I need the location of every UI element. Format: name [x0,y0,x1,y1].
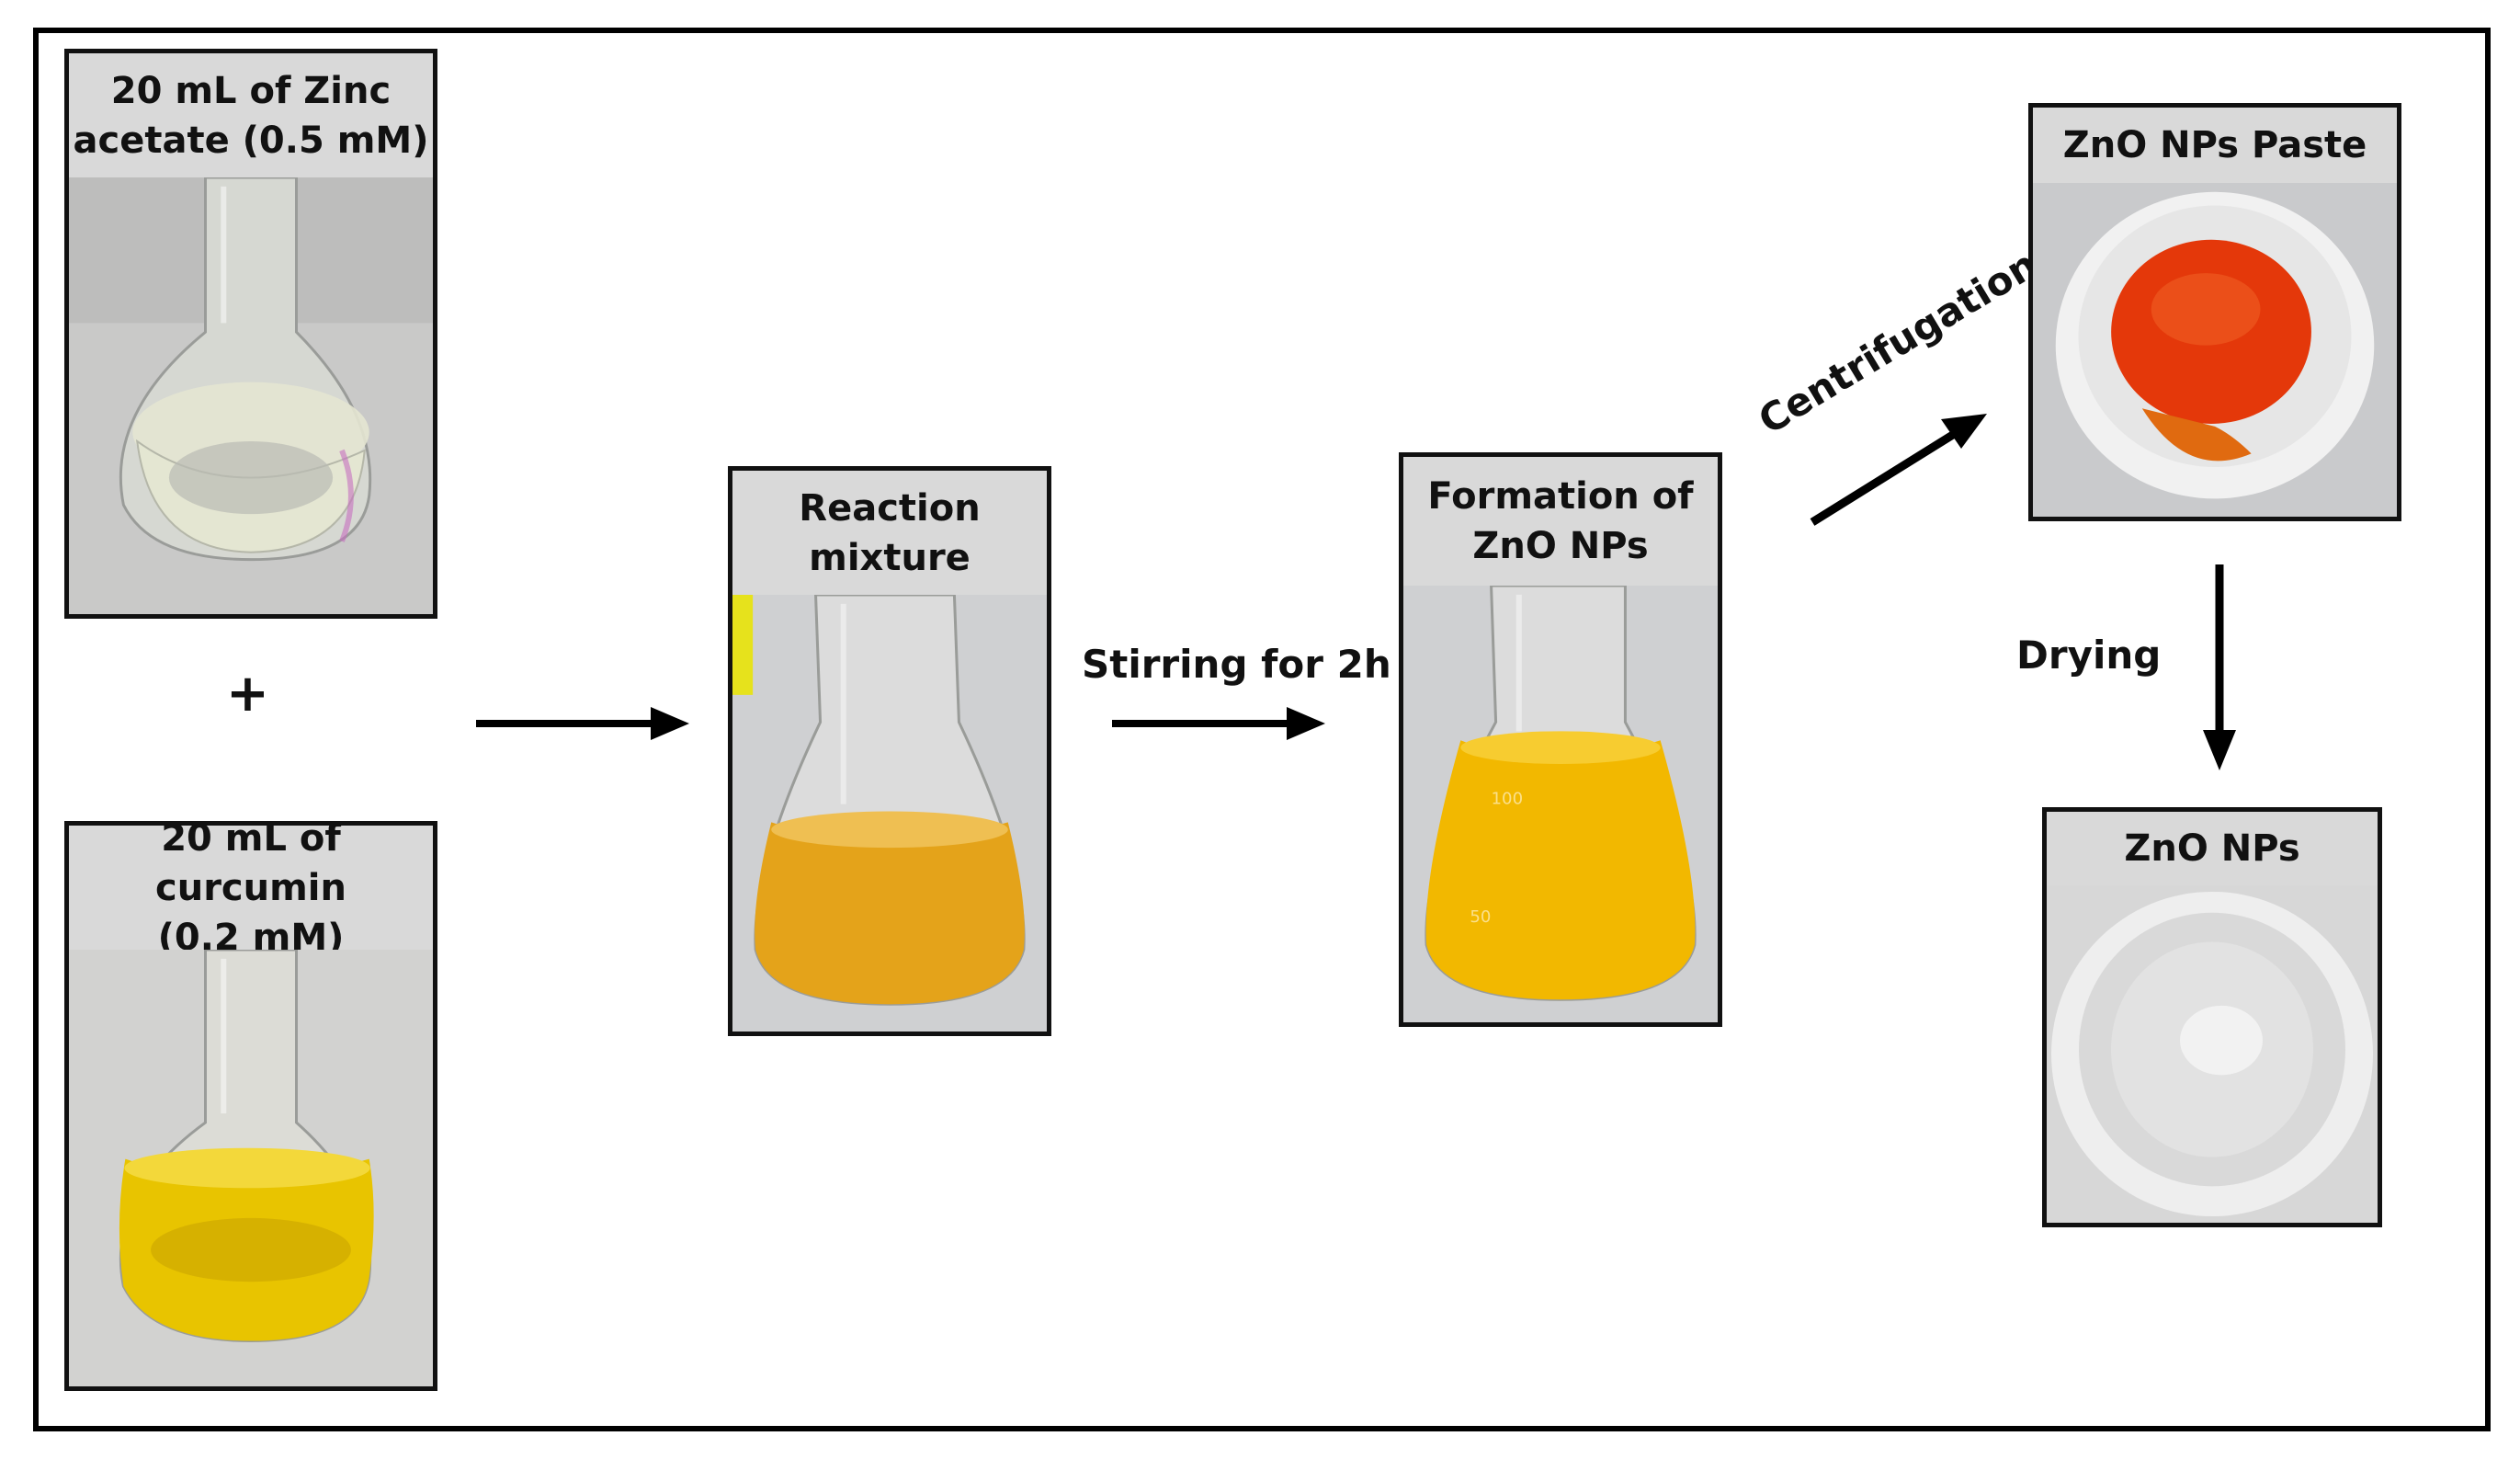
arrow-stirring [1112,707,1325,740]
panel-title-zno-powder: ZnO NPs [2047,812,2378,885]
drying-label: Drying [2016,633,2162,678]
panel-zno-powder: ZnO NPs [2042,807,2382,1227]
panel-zinc-acetate: 20 mL of Zinc acetate (0.5 mM) [64,49,437,619]
panel-formation-zno: Formation of ZnO NPs 100 50 [1399,452,1722,1027]
flask-mark-50: 50 [1470,907,1491,927]
reaction-mixture-flask-photo [732,595,1047,1032]
zinc-acetate-flask-photo [69,177,433,614]
panel-reaction-mixture: Reaction mixture [728,466,1051,1036]
panel-title-reaction-mixture: Reaction mixture [732,471,1047,595]
arrow-drying [2203,564,2236,770]
zno-powder-photo [2047,885,2378,1223]
panel-title-zno-paste: ZnO NPs Paste [2033,108,2397,183]
panel-title-formation-zno: Formation of ZnO NPs [1403,457,1718,586]
panel-curcumin: 20 mL of curcumin (0.2 mM) [64,821,437,1391]
panel-title-zinc-acetate: 20 mL of Zinc acetate (0.5 mM) [69,53,433,177]
arrow-centrifugation [1810,414,1987,526]
arrow-to-reaction-mixture [476,707,689,740]
stirring-label: Stirring for 2h [1082,642,1391,687]
zno-paste-photo [2033,183,2397,517]
panel-title-curcumin: 20 mL of curcumin (0.2 mM) [69,826,433,959]
plus-sign: + [226,664,269,724]
zno-formation-flask-photo: 100 50 [1403,586,1718,1022]
flask-mark-100: 100 [1492,790,1524,809]
curcumin-flask-photo [69,950,433,1386]
panel-zno-paste: ZnO NPs Paste [2028,103,2401,521]
